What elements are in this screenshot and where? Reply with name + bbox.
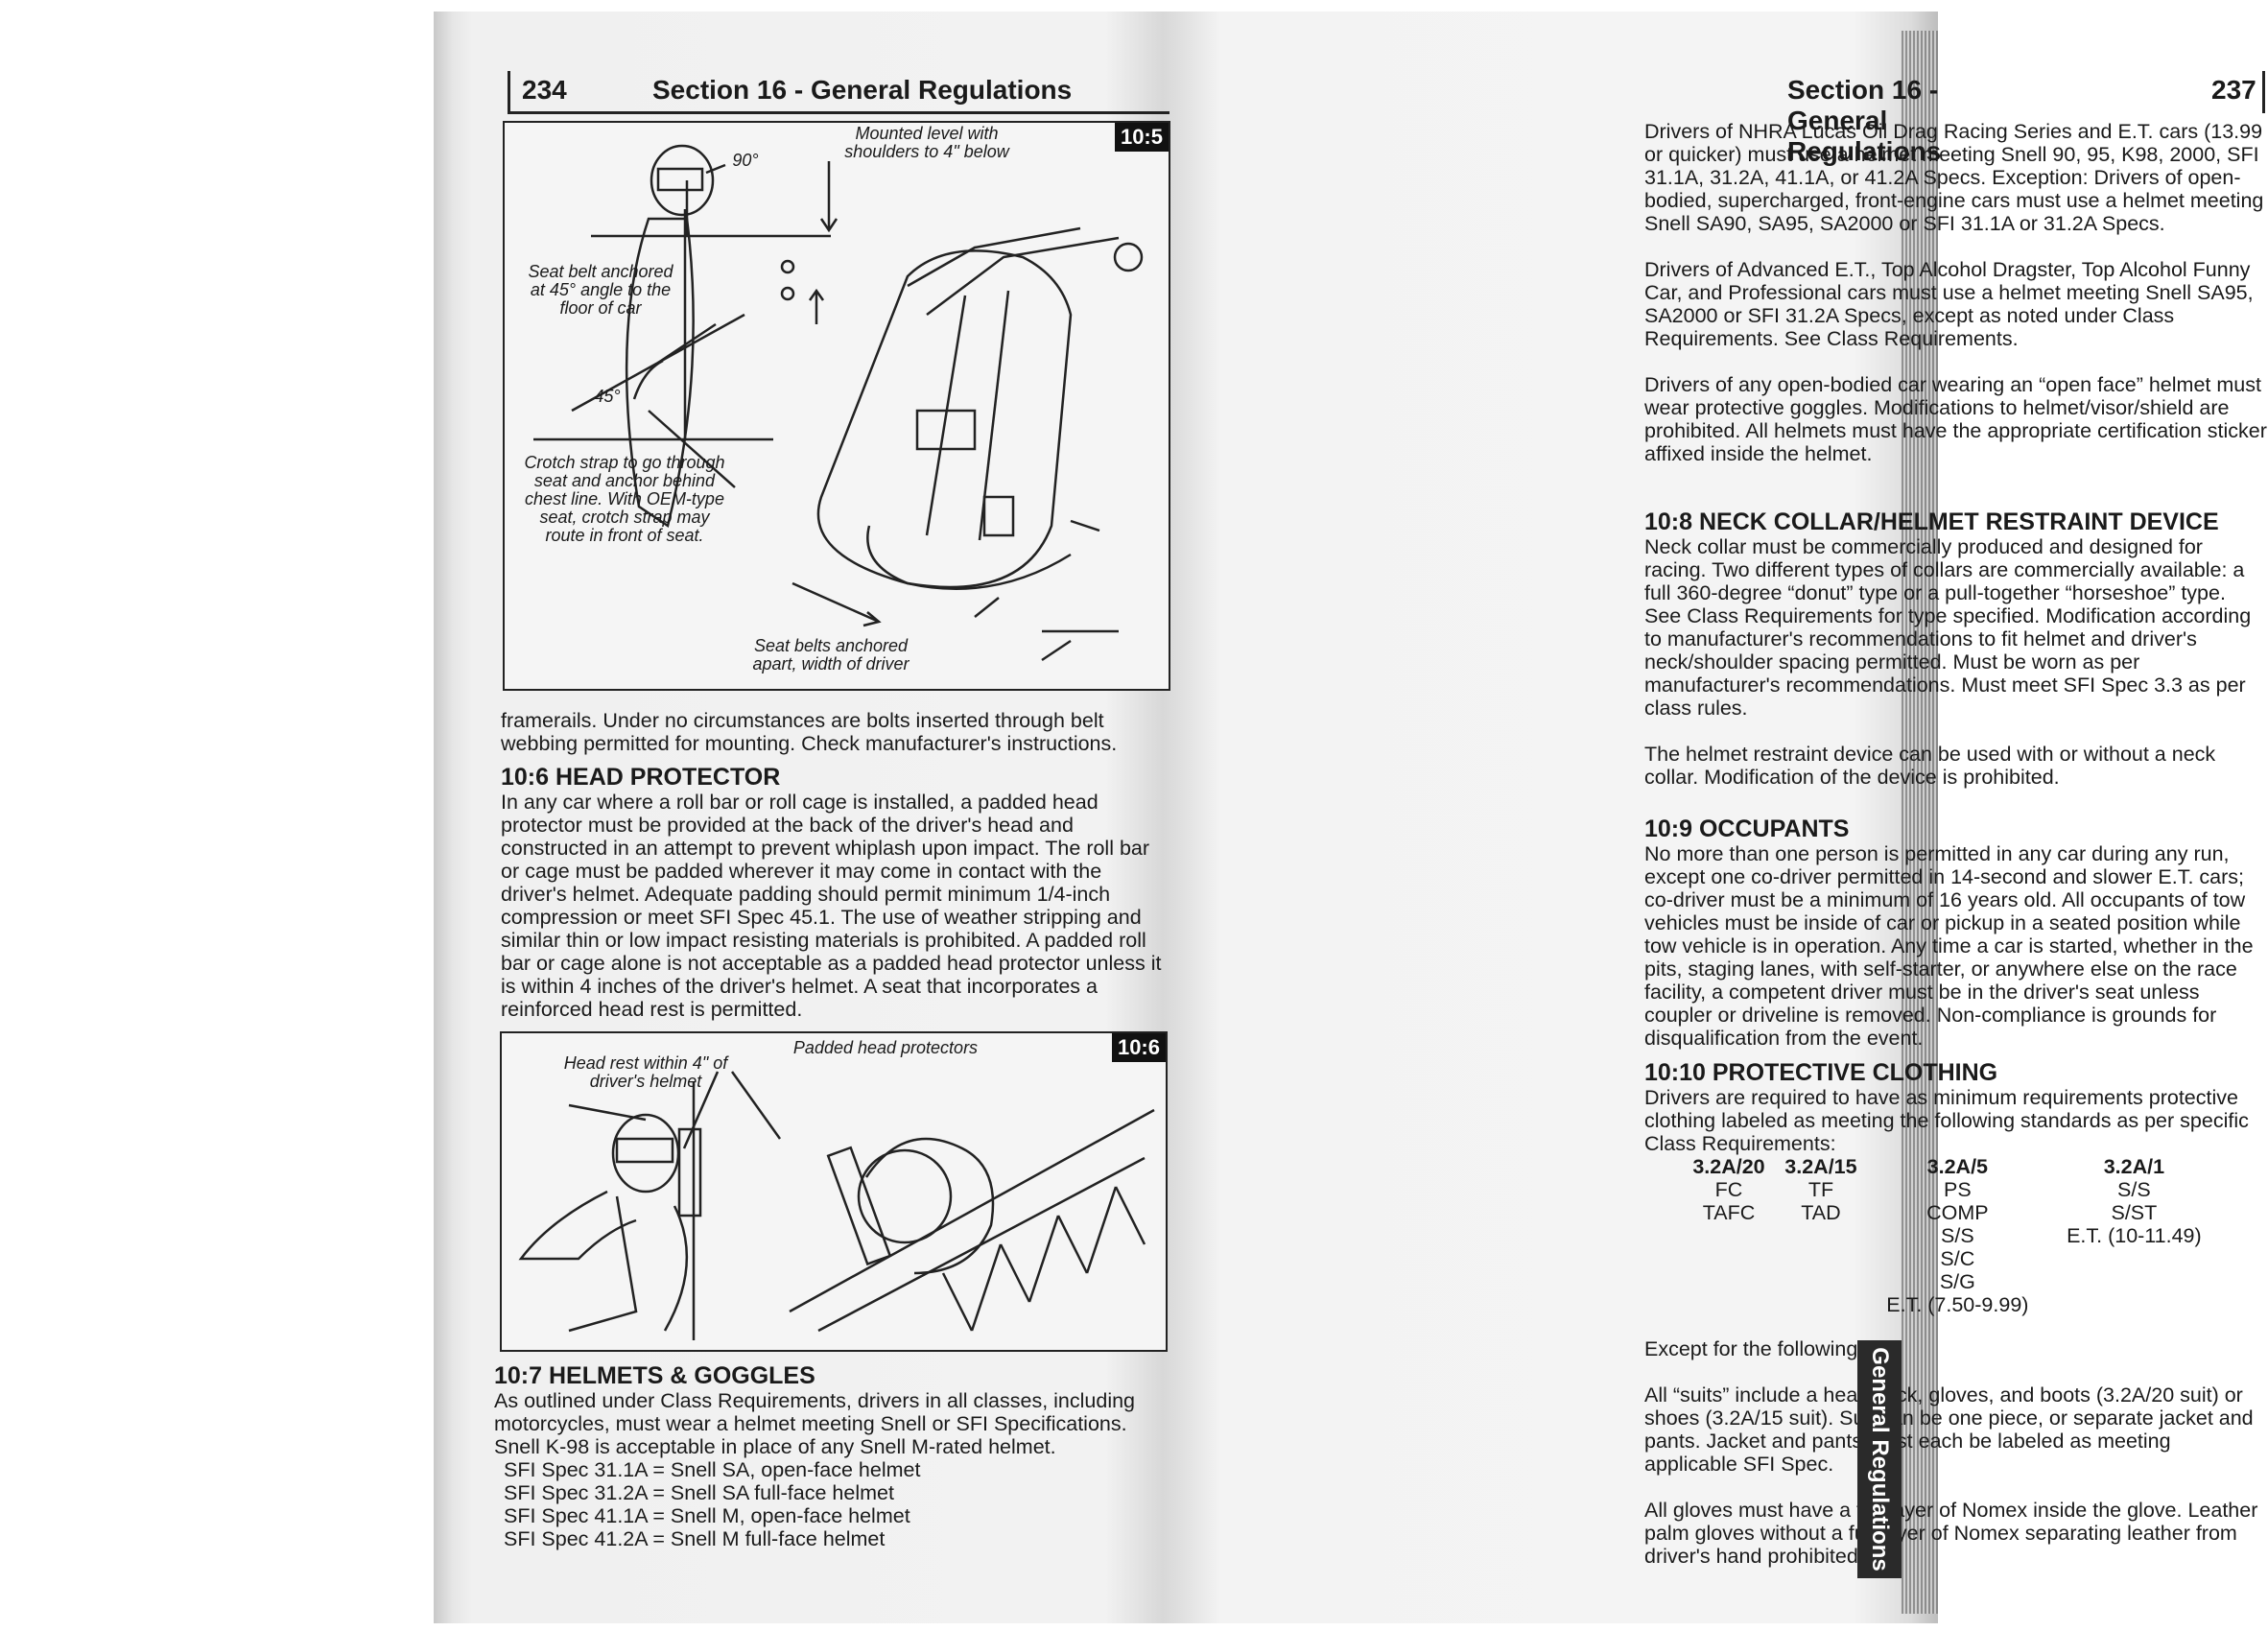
section-10-9: 10:9 OCCUPANTS No more than one person i…	[1644, 816, 2268, 1050]
helmets-title: 10:7 HELMETS & GOGGLES	[494, 1362, 815, 1389]
caption-anchored-apart: Seat belts anchored apart, width of driv…	[752, 636, 910, 674]
section-10-7: 10:7 HELMETS & GOGGLES As outlined under…	[494, 1362, 1166, 1550]
right-page: Section 16 - General Regulations 237 Dri…	[1170, 12, 2267, 1623]
column-cell: TF TAD	[1775, 1178, 1867, 1316]
side-tab: General Regulations	[1857, 1340, 1902, 1578]
figure-seat-belt: 10:5	[503, 121, 1170, 691]
continued-text: framerails. Under no circumstances are b…	[501, 709, 1118, 755]
header-rule-left	[508, 111, 1169, 114]
header-bar-right	[2262, 71, 2265, 113]
figure-tag: 10:5	[1114, 123, 1169, 152]
paragraph: Drivers of any open-bodied car wearing a…	[1644, 373, 2267, 465]
caption-seat-belt-45: Seat belt anchored at 45° angle to the f…	[528, 262, 673, 318]
continued-paragraph: framerails. Under no circumstances are b…	[501, 709, 1168, 755]
figure-head-protector: 10:6	[500, 1031, 1168, 1352]
class-item: COMP	[1926, 1201, 1989, 1224]
occupants-title: 10:9 OCCUPANTS	[1644, 816, 1850, 842]
head-protector-title: 10:6 HEAD PROTECTOR	[501, 764, 781, 791]
helmet-spec-list: SFI Spec 31.1A = Snell SA, open-face hel…	[494, 1458, 1166, 1550]
neck-collar-body: Neck collar must be commercially produce…	[1644, 535, 2252, 720]
side-tab-label: General Regulations	[1867, 1347, 1893, 1572]
neck-collar-title: 10:8 NECK COLLAR/HELMET RESTRAINT DEVICE	[1644, 508, 2219, 535]
column-cell: FC TAFC	[1683, 1178, 1775, 1316]
caption-45-degrees: 45°	[594, 387, 621, 406]
spec-item: SFI Spec 31.2A = Snell SA full-face helm…	[504, 1481, 894, 1504]
section-10-8: 10:8 NECK COLLAR/HELMET RESTRAINT DEVICE…	[1644, 508, 2268, 789]
occupants-body: No more than one person is permitted in …	[1644, 842, 2254, 1050]
paragraph: Drivers of Advanced E.T., Top Alcohol Dr…	[1644, 258, 2254, 350]
column-cell: S/S S/ST E.T. (10-11.49)	[2048, 1178, 2220, 1316]
column-header: 3.2A/20	[1692, 1155, 1765, 1178]
clothing-body: Drivers are required to have as minimum …	[1644, 1086, 2249, 1155]
clothing-class-table: 3.2A/20 3.2A/15 3.2A/5 3.2A/1 FC TAFC TF…	[1683, 1155, 2220, 1316]
header-bar-left	[508, 71, 510, 113]
page-edges	[1902, 31, 1938, 1614]
caption-crotch-strap: Crotch strap to go through seat and anch…	[524, 453, 725, 545]
section-10-6: 10:6 HEAD PROTECTOR In any car where a r…	[501, 764, 1168, 1021]
page-number-left: 234	[522, 75, 567, 105]
class-item: FC	[1714, 1178, 1743, 1201]
book-spread: 234 Section 16 - General Regulations 10:…	[434, 12, 2267, 1623]
head-protector-illustration	[518, 1071, 1155, 1340]
class-item: PS	[1944, 1178, 1972, 1201]
spec-item: SFI Spec 41.1A = Snell M, open-face helm…	[504, 1504, 910, 1527]
helmet-paragraphs: Drivers of NHRA Lucas Oil Drag Racing Se…	[1644, 120, 2268, 465]
head-protector-body: In any car where a roll bar or roll cage…	[501, 791, 1162, 1021]
section-10-10: 10:10 PROTECTIVE CLOTHING Drivers are re…	[1644, 1059, 2268, 1568]
page-number-right: 237	[2211, 75, 2256, 105]
section-header-right: Section 16 - General Regulations	[1787, 75, 1942, 166]
class-item: S/C	[1940, 1247, 1975, 1270]
class-item: S/ST	[2111, 1201, 2158, 1224]
class-item: TAFC	[1702, 1201, 1756, 1224]
class-item: S/S	[1941, 1224, 1974, 1247]
seat-belt-illustration	[533, 144, 1144, 662]
column-header: 3.2A/5	[1926, 1155, 1989, 1178]
caption-padded-protectors: Padded head protectors	[792, 1038, 979, 1057]
column-cell: PS COMP S/S S/C S/G E.T. (7.50-9.99)	[1867, 1178, 2048, 1316]
paragraph: Drivers of NHRA Lucas Oil Drag Racing Se…	[1644, 120, 2264, 235]
column-header: 3.2A/1	[2103, 1155, 2165, 1178]
left-page: 234 Section 16 - General Regulations 10:…	[434, 12, 1170, 1623]
gloves-text: All gloves must have a full layer of Nom…	[1644, 1499, 2258, 1568]
column-header: 3.2A/15	[1784, 1155, 1857, 1178]
caption-head-rest: Head rest within 4" of driver's helmet	[563, 1053, 728, 1091]
class-item: E.T. (10-11.49)	[2067, 1224, 2202, 1247]
clothing-title: 10:10 PROTECTIVE CLOTHING	[1644, 1059, 1998, 1086]
helmets-body: As outlined under Class Requirements, dr…	[494, 1389, 1136, 1458]
figure-tag: 10:6	[1111, 1033, 1166, 1062]
neck-collar-body-2: The helmet restraint device can be used …	[1644, 743, 2216, 789]
suits-text: All “suits” include a head sock, gloves,…	[1644, 1383, 2254, 1476]
class-item: S/S	[2117, 1178, 2151, 1201]
class-item: TAD	[1801, 1201, 1841, 1224]
class-item: E.T. (7.50-9.99)	[1886, 1293, 2029, 1316]
spec-item: SFI Spec 31.1A = Snell SA, open-face hel…	[504, 1458, 921, 1481]
section-header-left: Section 16 - General Regulations	[652, 75, 1073, 105]
caption-mounted: Mounted level with shoulders to 4" below	[844, 124, 1009, 161]
spec-item: SFI Spec 41.2A = Snell M full-face helme…	[504, 1527, 886, 1550]
caption-90-degrees: 90°	[732, 151, 759, 170]
except-text: Except for the following:	[1644, 1337, 1864, 1360]
class-item: S/G	[1939, 1270, 1975, 1293]
class-item: TF	[1807, 1178, 1834, 1201]
